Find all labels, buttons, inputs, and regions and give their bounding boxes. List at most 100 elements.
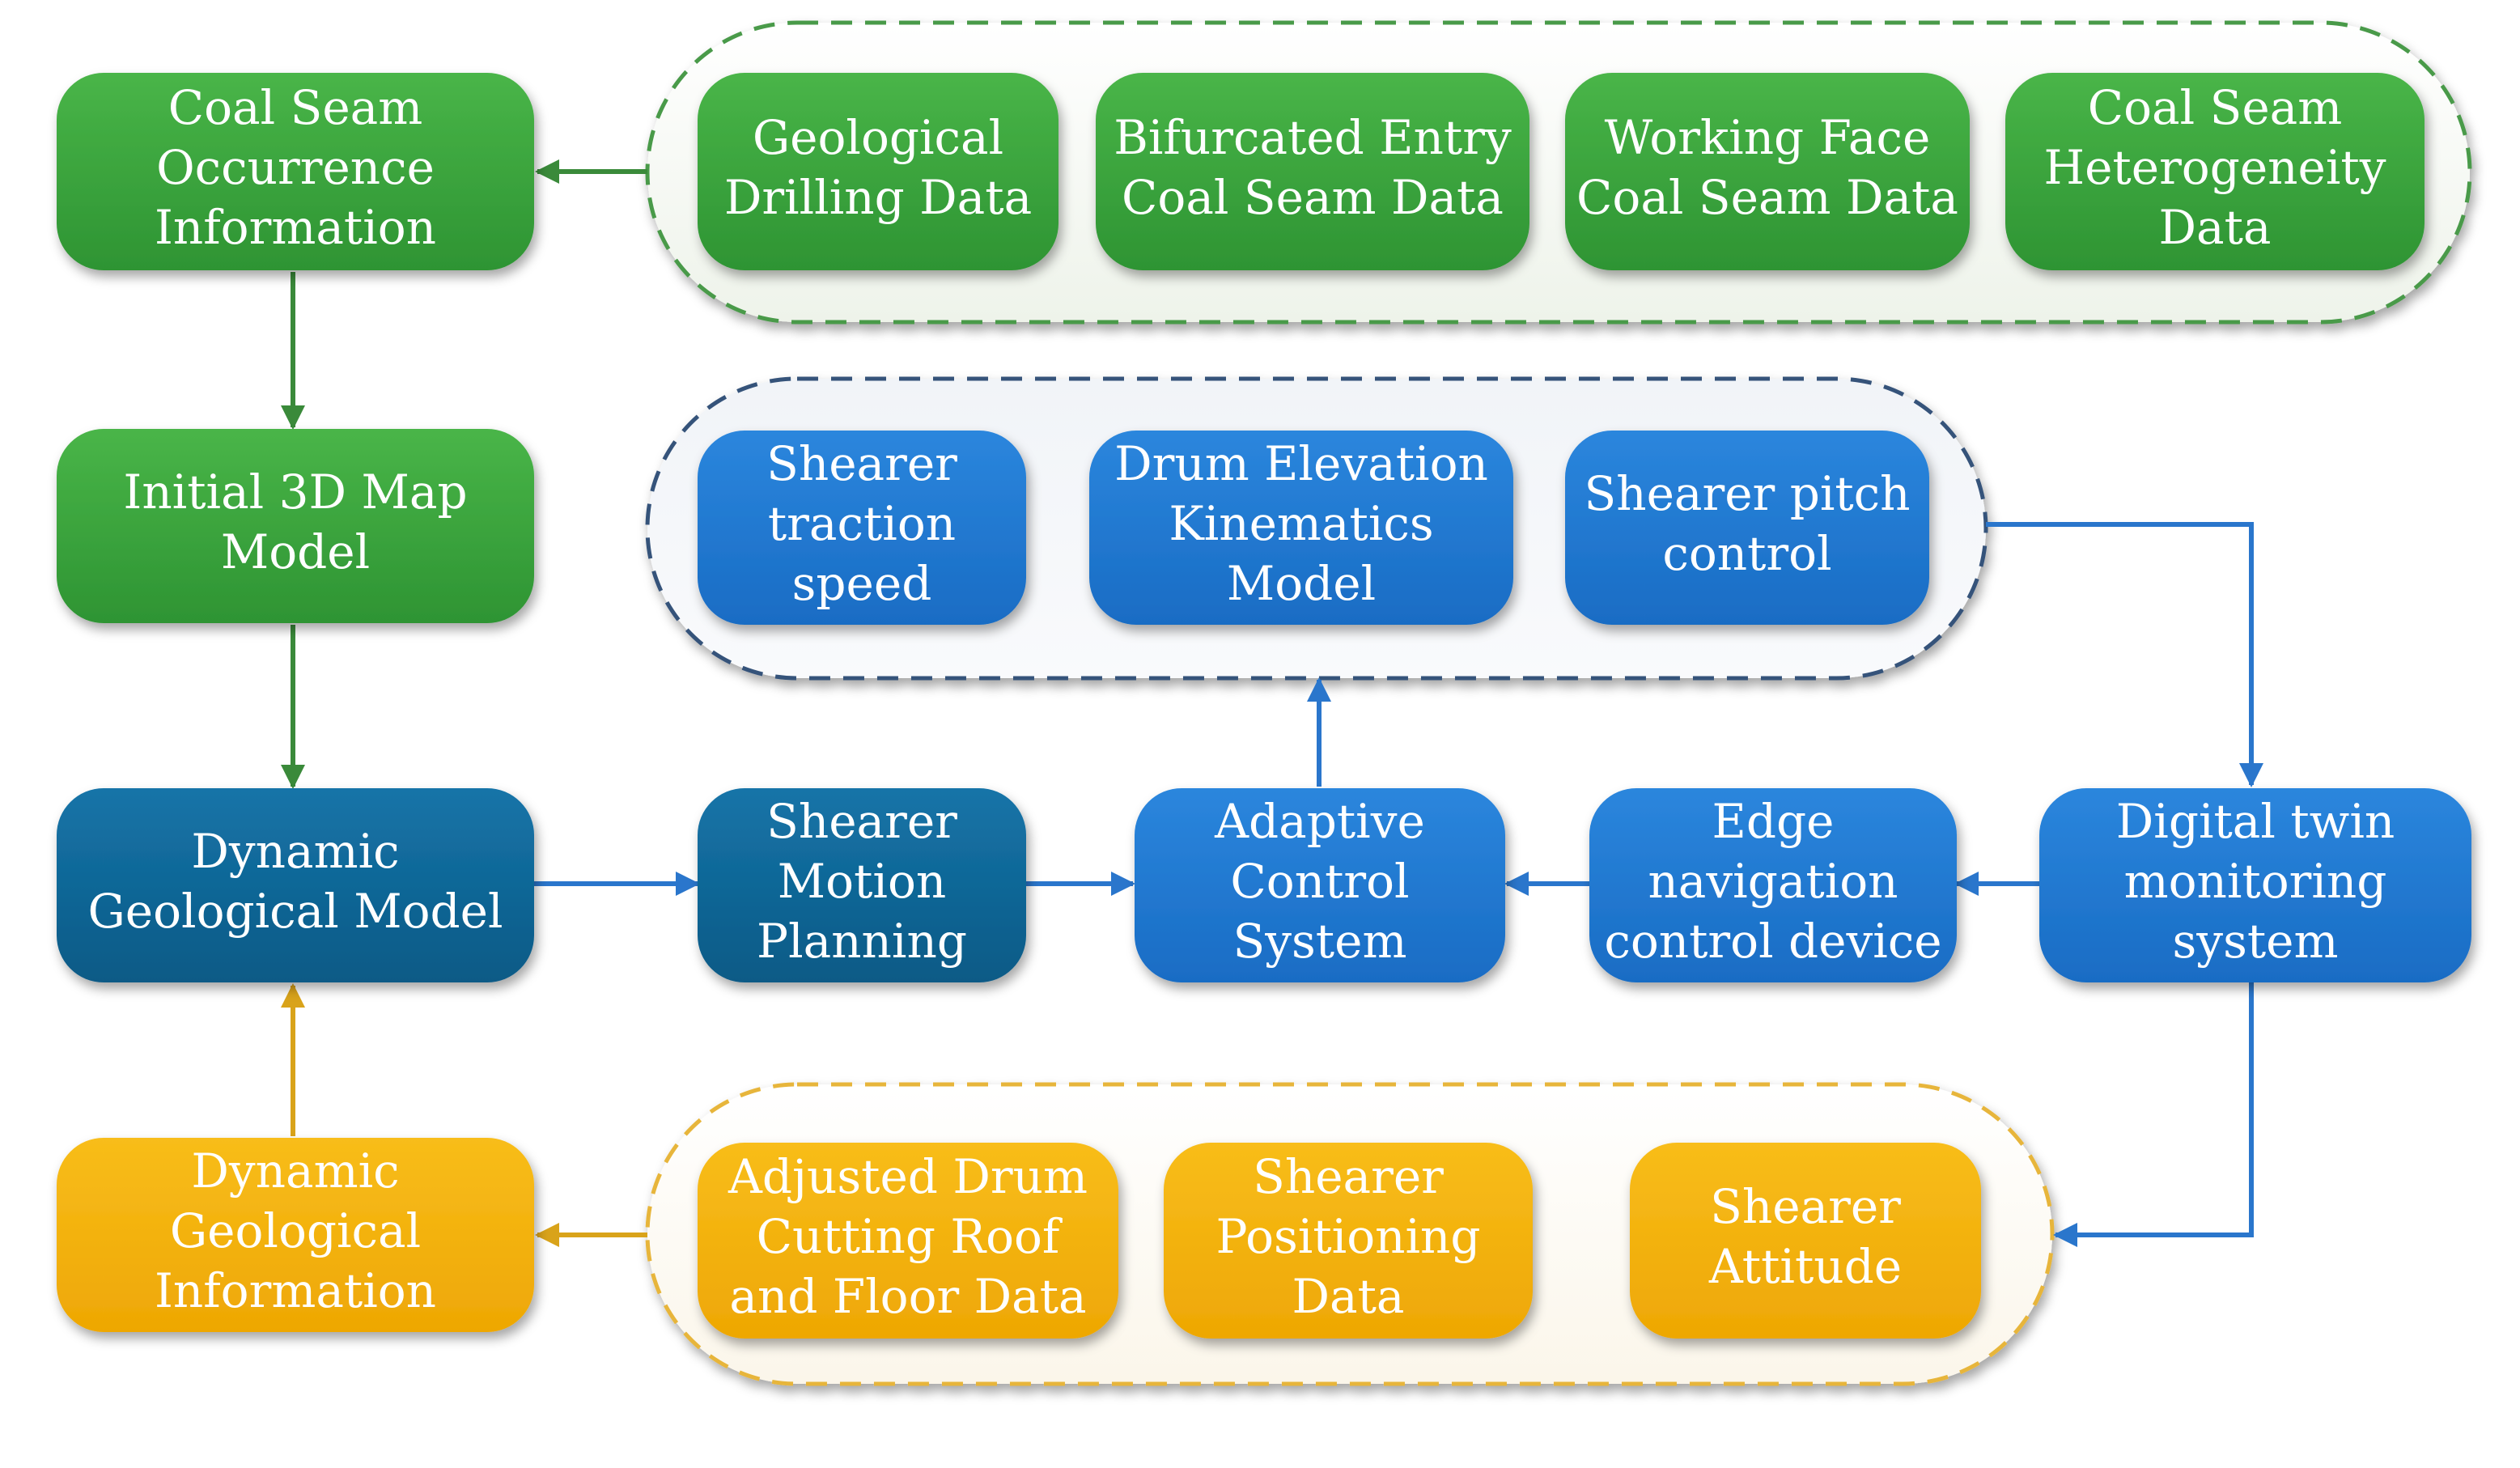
node-coal-seam-occurrence-line-3: Information — [155, 200, 436, 255]
node-bifurcated-entry-line-1: Bifurcated Entry — [1114, 110, 1512, 165]
node-coal-seam-occurrence-box — [57, 73, 534, 270]
node-dynamic-geological-information-line-3: Information — [155, 1263, 436, 1318]
node-bifurcated-entry-line-2: Coal Seam Data — [1122, 170, 1504, 225]
node-digital-twin-line-3: system — [2173, 914, 2339, 969]
node-coal-seam-occurrence-line-1: Coal Seam — [168, 80, 423, 135]
node-shearer-pitch-line-1: Shearer pitch — [1584, 466, 1910, 521]
arrow-control-group-to-digital-twin — [1986, 522, 2263, 787]
node-shearer-positioning-line-1: Shearer — [1253, 1149, 1444, 1204]
node-dynamic-geological-information-line-2: Geological — [170, 1203, 421, 1258]
node-initial-3d-map-line-1: Initial 3D Map — [123, 465, 467, 520]
node-adaptive-control-line-1: Adaptive — [1214, 794, 1425, 849]
node-shearer-positioning-line-2: Positioning — [1215, 1209, 1480, 1264]
node-shearer-pitch-line-2: control — [1662, 526, 1831, 581]
node-edge-navigation-line-2: navigation — [1648, 854, 1898, 909]
node-dynamic-geological-information-box — [57, 1138, 534, 1332]
node-shearer-positioning-box — [1164, 1143, 1533, 1339]
node-geological-drilling-line-2: Drilling Data — [724, 170, 1032, 225]
node-shearer-attitude-line-1: Shearer — [1710, 1179, 1901, 1234]
connectors — [281, 159, 2263, 1247]
node-coal-seam-heterogeneity-line-1: Coal Seam — [2088, 80, 2343, 135]
node-geological-drilling-box — [698, 73, 1058, 270]
node-dynamic-geological-model-line-2: Geological Model — [87, 884, 503, 939]
node-coal-seam-heterogeneity-line-3: Data — [2159, 200, 2272, 255]
node-dynamic-geological-information-line-1: Dynamic — [191, 1143, 399, 1199]
node-shearer-motion-planning-box — [698, 788, 1026, 982]
node-shearer-traction-line-1: Shearer — [766, 436, 957, 491]
node-adaptive-control-line-3: System — [1233, 914, 1407, 969]
node-bifurcated-entry-box — [1096, 73, 1529, 270]
node-initial-3d-map-line-2: Model — [221, 524, 370, 579]
node-digital-twin-line-2: monitoring — [2124, 854, 2387, 909]
node-shearer-attitude-box — [1630, 1143, 1981, 1339]
node-shearer-traction-line-3: speed — [792, 556, 932, 611]
node-coal-seam-occurrence-line-2: Occurrence — [156, 140, 435, 195]
node-adjusted-drum-line-3: and Floor Data — [729, 1269, 1086, 1324]
node-dynamic-geological-model-box — [57, 788, 534, 982]
node-shearer-attitude-line-2: Attitude — [1708, 1239, 1902, 1294]
node-shearer-positioning-line-3: Data — [1292, 1269, 1405, 1324]
node-shearer-traction-box — [698, 431, 1026, 625]
arrow-digital-twin-to-feedback-group — [2053, 981, 2254, 1247]
node-dynamic-geological-model-line-1: Dynamic — [191, 824, 399, 879]
node-edge-navigation-line-3: control device — [1604, 914, 1941, 969]
node-edge-navigation-box — [1589, 788, 1957, 982]
node-digital-twin-line-1: Digital twin — [2116, 794, 2395, 849]
node-shearer-traction-line-2: traction — [768, 496, 956, 551]
node-drum-elevation-line-2: Kinematics — [1169, 496, 1433, 551]
node-adaptive-control-line-2: Control — [1230, 854, 1409, 909]
node-shearer-motion-planning-line-3: Planning — [757, 914, 967, 969]
node-shearer-pitch-box — [1565, 431, 1929, 625]
node-working-face-line-1: Working Face — [1605, 110, 1931, 165]
node-digital-twin-box — [2039, 788, 2471, 982]
node-adjusted-drum-line-2: Cutting Roof — [757, 1209, 1063, 1264]
node-coal-seam-heterogeneity-line-2: Heterogeneity — [2044, 140, 2386, 195]
node-drum-elevation-box — [1089, 431, 1513, 625]
node-adjusted-drum-box — [698, 1143, 1118, 1339]
node-initial-3d-map-box — [57, 429, 534, 623]
node-coal-seam-heterogeneity-box — [2005, 73, 2425, 270]
node-shearer-motion-planning-line-2: Motion — [778, 854, 946, 909]
node-adaptive-control-box — [1135, 788, 1505, 982]
node-edge-navigation-line-1: Edge — [1712, 794, 1835, 849]
node-working-face-line-2: Coal Seam Data — [1576, 170, 1958, 225]
node-adjusted-drum-line-1: Adjusted Drum — [728, 1149, 1088, 1204]
node-shearer-motion-planning-line-1: Shearer — [766, 794, 957, 849]
